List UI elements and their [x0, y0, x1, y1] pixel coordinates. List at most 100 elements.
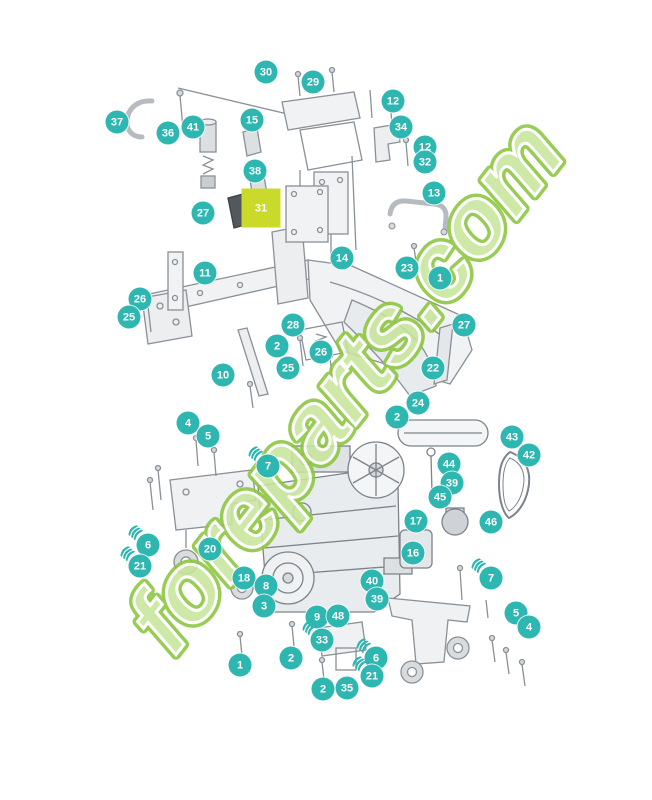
- callout-1[interactable]: 1: [228, 653, 252, 677]
- callout-31-highlighted[interactable]: 31: [241, 188, 281, 228]
- callout-43[interactable]: 43: [500, 425, 524, 449]
- callout-number: 14: [335, 252, 349, 264]
- callout-number: 6: [144, 539, 152, 551]
- callout-21[interactable]: (((21: [116, 543, 152, 578]
- callout-38[interactable]: 38: [243, 159, 267, 183]
- callout-40[interactable]: 40: [360, 569, 384, 593]
- callout-45[interactable]: 45: [428, 485, 452, 509]
- callout-16[interactable]: 16: [401, 541, 425, 565]
- callout-number: 15: [245, 114, 259, 126]
- callout-number: 28: [286, 319, 300, 331]
- callout-20[interactable]: 20: [198, 537, 222, 561]
- callout-number: 25: [122, 311, 136, 323]
- callout-number: 3: [260, 600, 268, 612]
- callout-number: 34: [394, 121, 408, 133]
- callout-18[interactable]: 18: [232, 566, 256, 590]
- callout-4[interactable]: 4: [176, 411, 200, 435]
- callout-number: 21: [133, 560, 147, 572]
- callout-25[interactable]: 25: [117, 305, 141, 329]
- callout-26[interactable]: 26: [309, 340, 333, 364]
- callout-7[interactable]: (((7: [244, 443, 280, 478]
- callout-number: 10: [216, 369, 230, 381]
- repeat-arcs-icon: (((: [124, 522, 143, 541]
- callout-22[interactable]: 22: [421, 356, 445, 380]
- callout-9[interactable]: 9: [305, 605, 329, 629]
- callout-2[interactable]: 2: [385, 405, 409, 429]
- callout-2[interactable]: 2: [279, 646, 303, 670]
- callout-34[interactable]: 34: [389, 115, 413, 139]
- callout-3[interactable]: 3: [252, 594, 276, 618]
- callout-48[interactable]: 48: [326, 604, 350, 628]
- callout-6[interactable]: (((6: [352, 635, 388, 670]
- callout-number: 39: [445, 477, 459, 489]
- callout-8[interactable]: 8: [254, 574, 278, 598]
- callout-28[interactable]: 28: [281, 313, 305, 337]
- callout-number: 26: [314, 346, 328, 358]
- callout-23[interactable]: 23: [395, 256, 419, 280]
- callout-number: 7: [264, 460, 272, 472]
- callout-number: 43: [505, 431, 519, 443]
- callout-number: 37: [110, 116, 124, 128]
- callout-17[interactable]: 17: [404, 509, 428, 533]
- callout-7[interactable]: (((7: [467, 555, 503, 590]
- callout-number: 2: [319, 683, 327, 695]
- callout-number: 1: [236, 659, 244, 671]
- callout-number: 45: [433, 491, 447, 503]
- callout-12[interactable]: 12: [381, 89, 405, 113]
- callout-37[interactable]: 37: [105, 110, 129, 134]
- callout-number: 32: [418, 156, 432, 168]
- callout-number: 38: [248, 165, 262, 177]
- callout-10[interactable]: 10: [211, 363, 235, 387]
- repeat-arcs-icon: (((: [244, 443, 263, 462]
- callout-36[interactable]: 36: [156, 121, 180, 145]
- callout-15[interactable]: 15: [240, 108, 264, 132]
- callout-32[interactable]: 32: [413, 150, 437, 174]
- callout-33[interactable]: (((33: [298, 617, 334, 652]
- callout-44[interactable]: 44: [437, 452, 461, 476]
- callout-number: 5: [512, 607, 520, 619]
- callout-14[interactable]: 14: [330, 246, 354, 270]
- callout-5[interactable]: 5: [196, 424, 220, 448]
- callout-11[interactable]: 11: [193, 261, 217, 285]
- callout-46[interactable]: 46: [479, 510, 503, 534]
- right-mount-art: [387, 564, 526, 687]
- callout-21[interactable]: (((21: [348, 653, 384, 688]
- callout-number: 23: [400, 262, 414, 274]
- callout-41[interactable]: 41: [181, 115, 205, 139]
- callout-6[interactable]: (((6: [124, 522, 160, 557]
- callout-35[interactable]: 35: [335, 676, 359, 700]
- callout-number: 7: [487, 572, 495, 584]
- callout-4[interactable]: 4: [517, 615, 541, 639]
- callout-2[interactable]: 2: [265, 334, 289, 358]
- callout-27[interactable]: 27: [191, 201, 215, 225]
- callout-26[interactable]: 26: [128, 287, 152, 311]
- callout-25[interactable]: 25: [276, 356, 300, 380]
- callout-number: 33: [315, 634, 329, 646]
- callout-number: 31: [254, 202, 268, 214]
- callout-42[interactable]: 42: [517, 443, 541, 467]
- callout-number: 29: [306, 76, 320, 88]
- callout-number: 17: [409, 515, 423, 527]
- callout-13[interactable]: 13: [422, 181, 446, 205]
- callout-number: 2: [393, 411, 401, 423]
- repeat-arcs-icon: (((: [116, 543, 135, 562]
- callout-29[interactable]: 29: [301, 70, 325, 94]
- callout-1[interactable]: 1: [428, 266, 452, 290]
- callout-number: 9: [313, 611, 321, 623]
- callout-30[interactable]: 30: [254, 60, 278, 84]
- callout-2[interactable]: 2: [311, 677, 335, 701]
- callout-number: 2: [287, 652, 295, 664]
- callout-number: 5: [204, 430, 212, 442]
- callout-number: 2: [273, 340, 281, 352]
- callout-number: 27: [457, 319, 471, 331]
- callout-24[interactable]: 24: [406, 391, 430, 415]
- callout-number: 8: [262, 580, 270, 592]
- callout-39[interactable]: 39: [365, 587, 389, 611]
- callout-27[interactable]: 27: [452, 313, 476, 337]
- callout-number: 4: [184, 417, 192, 429]
- callout-number: 20: [203, 543, 217, 555]
- callout-number: 6: [372, 652, 380, 664]
- callout-number: 41: [186, 121, 200, 133]
- callout-number: 21: [365, 670, 379, 682]
